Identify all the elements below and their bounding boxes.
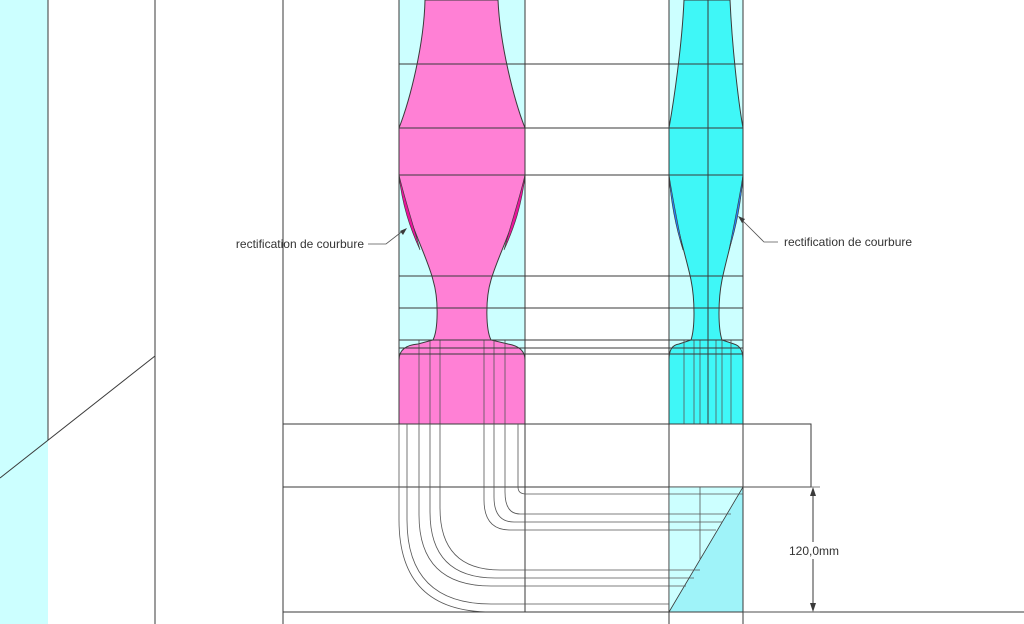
right-curvature-correction-right <box>728 174 744 251</box>
dimension-arrow-bottom <box>810 603 816 612</box>
annotation-right: rectification de courbure <box>738 216 912 249</box>
left-cyan-strip <box>0 0 48 624</box>
base-rail <box>282 423 812 488</box>
annotation-left-label: rectification de courbure <box>236 237 364 251</box>
base-block-triangle <box>668 486 744 614</box>
left-curvature-correction-left <box>398 174 421 251</box>
left-curvature-correction-right <box>503 174 526 251</box>
annotation-left: rectification de courbure <box>236 228 407 251</box>
dimension-label: 120,0mm <box>789 544 839 558</box>
dimension-arrow-top <box>810 487 816 496</box>
annotation-left-arrow <box>400 228 407 235</box>
annotation-right-arrow <box>738 216 745 223</box>
annotation-right-label: rectification de courbure <box>784 235 912 249</box>
horizontal-guides <box>399 63 743 355</box>
perspective-diagonal <box>0 355 156 479</box>
bent-bars <box>283 424 1024 613</box>
right-curvature-correction-left <box>668 174 684 251</box>
dimension-120mm: 120,0mm <box>743 486 844 613</box>
